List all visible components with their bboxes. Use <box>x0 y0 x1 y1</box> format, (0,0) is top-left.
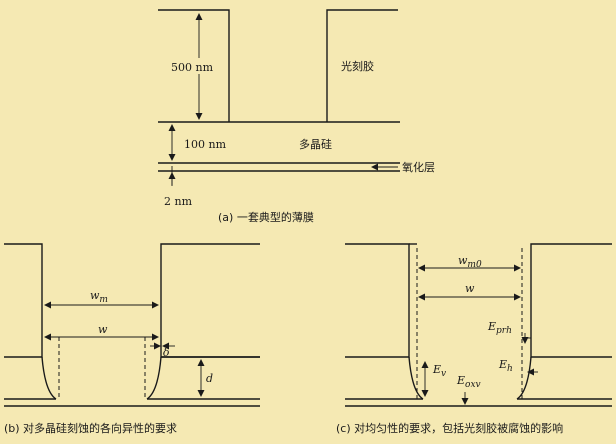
resist-left-block <box>158 9 230 122</box>
wm-label: wm <box>90 289 108 305</box>
eh-label: Eh <box>498 358 513 374</box>
ev-label: Ev <box>432 363 446 379</box>
panel-c: wm0 w Eprh Eh Ev Eoxv (c) 对均匀性的要求，包括光刻胶被… <box>336 243 612 435</box>
wm0-label: wm0 <box>458 254 482 270</box>
d-label: d <box>206 372 213 385</box>
oxide-thickness-label: 2 nm <box>164 195 193 208</box>
etch-profile-right-c <box>516 356 532 400</box>
resist-outline-c-right <box>530 243 612 358</box>
panel-a: 500 nm 光刻胶 100 nm 多晶硅 氧化层 2 nm (a) 一套典型的… <box>158 9 435 224</box>
panel-c-caption: (c) 对均匀性的要求，包括光刻胶被腐蚀的影响 <box>336 421 563 435</box>
resist-outline-b <box>4 243 43 358</box>
resist-right-block <box>326 9 398 122</box>
resist-outline-b-right <box>160 243 260 358</box>
w-label-c: w <box>465 282 475 295</box>
poly-label: 多晶硅 <box>299 137 332 151</box>
etch-profile-left-c <box>408 356 424 400</box>
etch-profile-left <box>41 356 57 400</box>
etch-profile-right <box>146 356 162 400</box>
w-label: w <box>98 323 108 336</box>
resist-thickness-label: 500 nm <box>171 61 214 74</box>
oxide-label: 氧化层 <box>402 160 435 174</box>
eoxv-label: Eoxv <box>456 374 481 390</box>
resist-label: 光刻胶 <box>341 59 374 73</box>
poly-thickness-label: 100 nm <box>184 138 227 151</box>
panel-b-caption: (b) 对多晶硅刻蚀的各向异性的要求 <box>4 421 177 435</box>
eprh-label: Eprh <box>487 320 512 336</box>
delta-label: δ <box>163 346 170 359</box>
resist-outline-c-left <box>345 243 410 358</box>
panel-a-caption: (a) 一套典型的薄膜 <box>218 210 314 224</box>
panel-b: wm w δ d (b) 对多晶硅刻蚀的各向异性的要求 <box>4 243 260 435</box>
